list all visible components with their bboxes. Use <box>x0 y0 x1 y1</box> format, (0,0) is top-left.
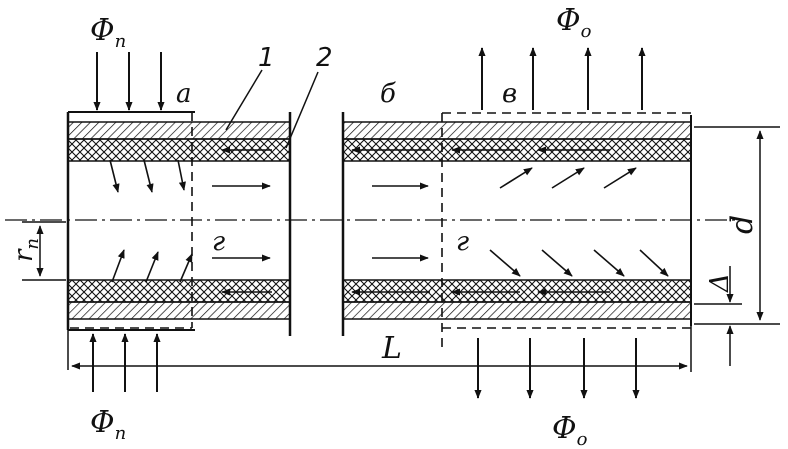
exit-rays <box>489 167 669 277</box>
exit-ray-bottom-3 <box>593 249 625 277</box>
part-1-label: 1 <box>258 43 275 73</box>
exit-ray-top-1 <box>499 167 533 189</box>
thickness-label: Δ <box>705 273 735 293</box>
phi-output-top-label: Φо <box>556 3 592 42</box>
region-a-label: a <box>176 79 192 109</box>
region-b-label: б <box>380 79 396 109</box>
output-flux-top-arrows <box>478 47 646 110</box>
part-2-leader <box>285 71 319 149</box>
entry-ray-top-1 <box>109 159 120 193</box>
radius-label: rп <box>9 238 43 262</box>
left-bottom-cladding <box>67 279 291 303</box>
cladding-arrows <box>221 146 610 296</box>
radius-dimension <box>22 221 66 281</box>
length-dimension <box>67 326 692 372</box>
diameter-dimension <box>694 126 780 325</box>
left-top-sheath <box>67 121 291 140</box>
input-flux-top-arrows <box>93 52 165 111</box>
entry-ray-bottom-2 <box>145 251 159 283</box>
thickness-dimension <box>694 266 742 366</box>
entry-ray-bottom-1 <box>111 249 125 283</box>
region-g-right-label: г <box>456 227 469 257</box>
entry-ray-top-3 <box>177 159 186 191</box>
phi-input-bottom-label: Φп <box>90 405 126 444</box>
phi-input-top-label: Φп <box>90 13 126 52</box>
axial-propagation-arrows <box>212 182 429 262</box>
phi-output-bottom-label: Φо <box>552 411 588 449</box>
left-bottom-sheath <box>67 301 291 320</box>
left-fiber-segment <box>66 111 292 336</box>
entry-ray-top-2 <box>143 159 154 193</box>
region-v-label: в <box>502 79 517 109</box>
right-fiber-segment <box>341 112 692 336</box>
part-2-label: 2 <box>316 43 333 73</box>
exit-ray-bottom-4 <box>639 249 669 277</box>
part-1-leader <box>225 69 263 131</box>
exit-ray-bottom-2 <box>541 249 573 277</box>
entry-rays <box>109 159 193 283</box>
output-flux-bottom-arrows <box>474 338 640 399</box>
exit-ray-bottom-1 <box>489 249 521 277</box>
diameter-label: d <box>725 215 760 234</box>
entry-ray-bottom-3 <box>179 253 193 283</box>
region-g-left-label: г <box>212 227 225 257</box>
right-top-sheath <box>342 121 692 140</box>
right-bottom-sheath <box>342 301 692 320</box>
length-label: L <box>381 331 402 366</box>
exit-ray-top-3 <box>603 167 637 189</box>
exit-ray-top-2 <box>551 167 585 189</box>
input-flux-bottom-arrows <box>89 333 161 392</box>
right-bottom-cladding <box>342 279 692 303</box>
